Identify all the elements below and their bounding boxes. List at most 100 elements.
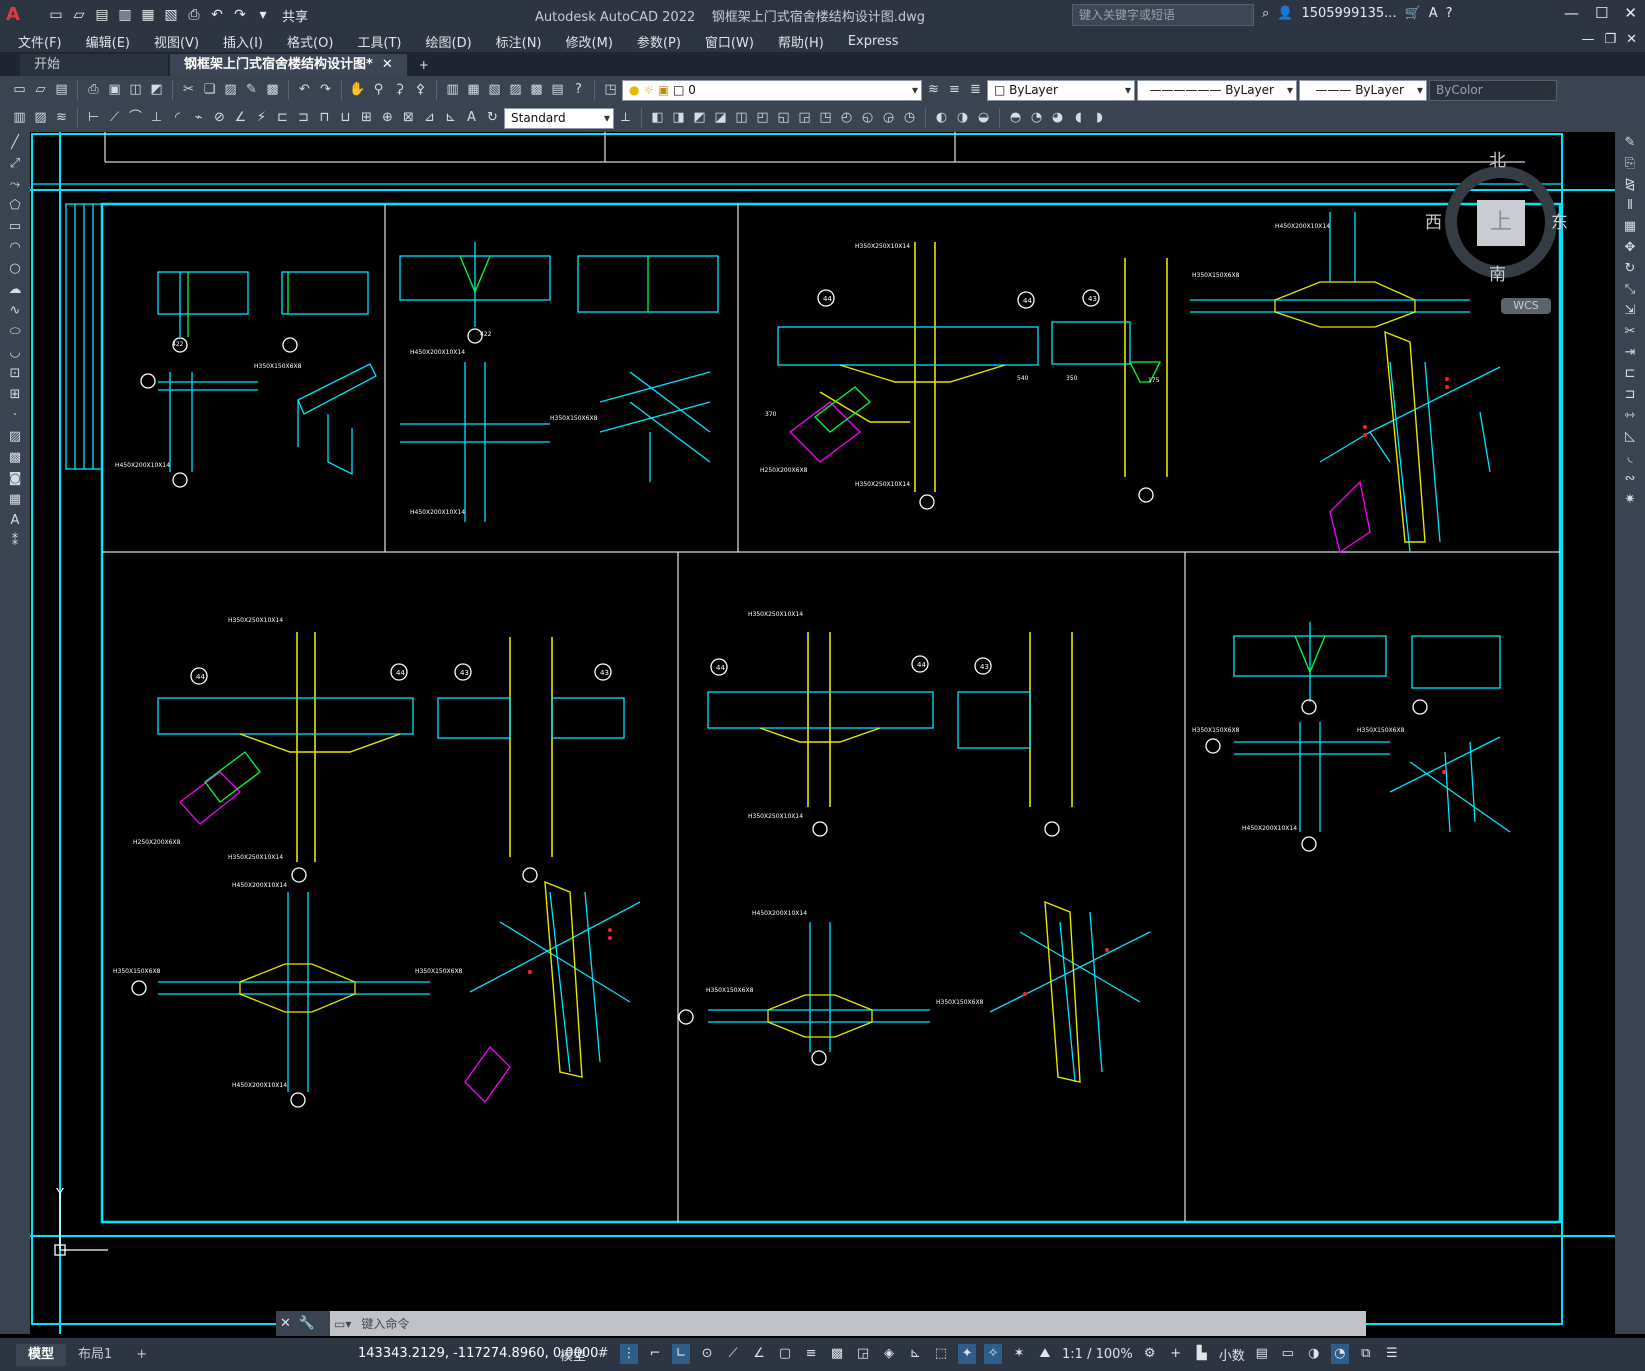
- color-dropdown[interactable]: □ ByLayer: [987, 79, 1135, 101]
- pan-icon[interactable]: ✋: [349, 82, 366, 97]
- search-icon[interactable]: ⌕: [1262, 6, 1270, 21]
- qnew-icon[interactable]: ▭: [13, 82, 26, 97]
- dynamic-ucs-icon[interactable]: ⊾: [909, 1346, 921, 1361]
- snap-icon[interactable]: ⋮: [620, 1344, 639, 1364]
- paste-icon[interactable]: ▨: [224, 82, 237, 97]
- viewcube-south[interactable]: 南: [1489, 265, 1506, 285]
- autocad-logo-icon[interactable]: A: [6, 4, 20, 25]
- menu-format[interactable]: 格式(O): [287, 35, 334, 51]
- coordinate-readout[interactable]: 143343.2129, -117274.8960, 0.0000: [358, 1346, 599, 1361]
- dim-angular-icon[interactable]: ∠: [234, 110, 247, 125]
- scale-dropdown[interactable]: 1:1 / 100%: [1062, 1346, 1133, 1362]
- clean-screen-icon[interactable]: ⧉: [1361, 1346, 1371, 1361]
- save-icon[interactable]: ▤: [95, 7, 109, 23]
- transparency-icon[interactable]: ▩: [830, 1346, 844, 1361]
- region-icon[interactable]: ◙: [8, 471, 22, 486]
- polyline-icon[interactable]: ⤳: [9, 177, 21, 192]
- infer-constraints-icon[interactable]: ⌐: [649, 1346, 661, 1361]
- close-icon[interactable]: ✕: [1624, 4, 1637, 22]
- cart-icon[interactable]: 🛒: [1404, 6, 1421, 21]
- dim-diameter-icon[interactable]: ⊘: [214, 110, 225, 125]
- properties-icon[interactable]: ▥: [446, 82, 459, 97]
- viewcube-top-face[interactable]: 上: [1477, 200, 1525, 246]
- layer-previous-icon[interactable]: ≡: [949, 82, 960, 97]
- dim-text-edit-icon[interactable]: A: [467, 110, 476, 125]
- polygon-icon[interactable]: ⬠: [9, 198, 21, 213]
- menu-dimension[interactable]: 标注(N): [495, 35, 542, 51]
- array-icon[interactable]: ▦: [1623, 219, 1637, 234]
- menu-edit[interactable]: 编辑(E): [85, 35, 130, 51]
- dim-radius-icon[interactable]: ◜: [174, 110, 181, 125]
- check-icon[interactable]: ◔: [1030, 110, 1043, 125]
- color-edges-icon[interactable]: ◷: [903, 110, 916, 125]
- undo-tb-icon[interactable]: ↶: [299, 82, 310, 97]
- command-input[interactable]: 键入命令: [361, 1317, 410, 1331]
- spline-icon[interactable]: ∿: [9, 303, 21, 318]
- doc-restore-icon[interactable]: ❐: [1604, 32, 1617, 47]
- offset-icon[interactable]: ⫴: [1627, 198, 1633, 213]
- drawing-canvas[interactable]: H350X150X6X8 H450X200X10X14 H450X200X10X…: [30, 132, 1615, 1334]
- isolate-objects-icon[interactable]: ◑: [1308, 1346, 1320, 1361]
- plot-tb-icon[interactable]: ⎙: [88, 82, 99, 97]
- viewcube-east[interactable]: 东: [1551, 213, 1568, 233]
- selection-filter-icon[interactable]: ⬚: [934, 1346, 948, 1361]
- add-selected-icon[interactable]: ⁑: [11, 534, 19, 549]
- save-web-icon[interactable]: ▧: [164, 7, 178, 23]
- erase-icon[interactable]: ✎: [1624, 135, 1636, 150]
- graphics-performance-icon[interactable]: ◔: [1330, 1344, 1349, 1364]
- ellipse-arc-icon[interactable]: ◡: [9, 345, 21, 360]
- rotate-faces-icon[interactable]: ◲: [798, 110, 811, 125]
- preview-icon[interactable]: ▣: [108, 82, 121, 97]
- lock-ui-icon[interactable]: ▭: [1281, 1346, 1294, 1361]
- scale-icon[interactable]: ⤡: [1624, 282, 1636, 297]
- quick-properties-icon[interactable]: ▤: [1255, 1346, 1268, 1361]
- dim-ordinate-icon[interactable]: ⊥: [150, 110, 163, 125]
- menu-draw[interactable]: 绘图(D): [425, 35, 472, 51]
- isodraft-icon[interactable]: ⟋: [728, 1346, 738, 1361]
- object-snap-icon[interactable]: ▢: [778, 1346, 792, 1361]
- construction-line-icon[interactable]: ⤢: [9, 156, 21, 171]
- open-icon[interactable]: ▱: [35, 82, 46, 97]
- chamfer-icon[interactable]: ◺: [1625, 429, 1635, 444]
- plotstyle-dropdown[interactable]: ByColor: [1429, 79, 1557, 101]
- settings-gear-icon[interactable]: ⚙: [1143, 1346, 1156, 1361]
- user-name[interactable]: 1505999135...: [1301, 6, 1397, 21]
- join-icon[interactable]: ⇿: [1624, 408, 1636, 423]
- zoom-previous-icon[interactable]: ⚴: [415, 82, 426, 97]
- copy-faces-icon[interactable]: ◴: [840, 110, 853, 125]
- insert-block-icon[interactable]: ⊡: [9, 366, 21, 381]
- table-icon[interactable]: ▦: [8, 492, 22, 507]
- copy-icon[interactable]: ❏: [203, 82, 216, 97]
- union-icon[interactable]: ◧: [651, 110, 664, 125]
- arc-icon[interactable]: ◠: [9, 240, 21, 255]
- drawing-svg[interactable]: H350X150X6X8 H450X200X10X14 H450X200X10X…: [30, 132, 1615, 1334]
- gradient-icon[interactable]: ▩: [8, 450, 22, 465]
- dim-baseline-icon[interactable]: ⊏: [277, 110, 288, 125]
- zoom-window-icon[interactable]: ⚳: [394, 82, 405, 97]
- line-icon[interactable]: ╱: [11, 135, 19, 150]
- break-at-point-icon[interactable]: ⊏: [1624, 366, 1636, 381]
- layer-dropdown[interactable]: ● ☼ ▣ □ 0: [622, 79, 922, 101]
- tab-drawing[interactable]: 钢框架上门式宿舍楼结构设计图* ✕: [170, 54, 407, 76]
- tab-close-icon[interactable]: ✕: [381, 57, 393, 72]
- zoom-realtime-icon[interactable]: ⚲: [373, 82, 384, 97]
- tool-palettes-icon[interactable]: ▧: [488, 82, 501, 97]
- polar-icon[interactable]: ⊙: [701, 1346, 713, 1361]
- tab-model[interactable]: 模型: [16, 1343, 67, 1366]
- tab-layout1[interactable]: 布局1: [78, 1346, 113, 1362]
- interfere-icon[interactable]: ◗: [1096, 110, 1103, 125]
- mtext-icon[interactable]: A: [10, 513, 20, 528]
- add-layout-icon[interactable]: +: [136, 1346, 148, 1362]
- menu-modify[interactable]: 修改(M): [565, 35, 613, 51]
- model-space-toggle[interactable]: 模型: [560, 1348, 587, 1364]
- dim-continue-icon[interactable]: ⊐: [298, 110, 309, 125]
- dim-linear-icon[interactable]: ⊢: [87, 110, 100, 125]
- menu-window[interactable]: 窗口(W): [704, 35, 754, 51]
- grid-icon[interactable]: #: [597, 1346, 609, 1361]
- ellipse-icon[interactable]: ⬭: [9, 324, 21, 339]
- imprint-icon[interactable]: ◐: [935, 110, 948, 125]
- section-icon[interactable]: ◖: [1075, 110, 1082, 125]
- separate-icon[interactable]: ◒: [977, 110, 990, 125]
- copy-object-icon[interactable]: ⎘: [1624, 156, 1636, 171]
- undo-icon[interactable]: ↶: [211, 7, 223, 23]
